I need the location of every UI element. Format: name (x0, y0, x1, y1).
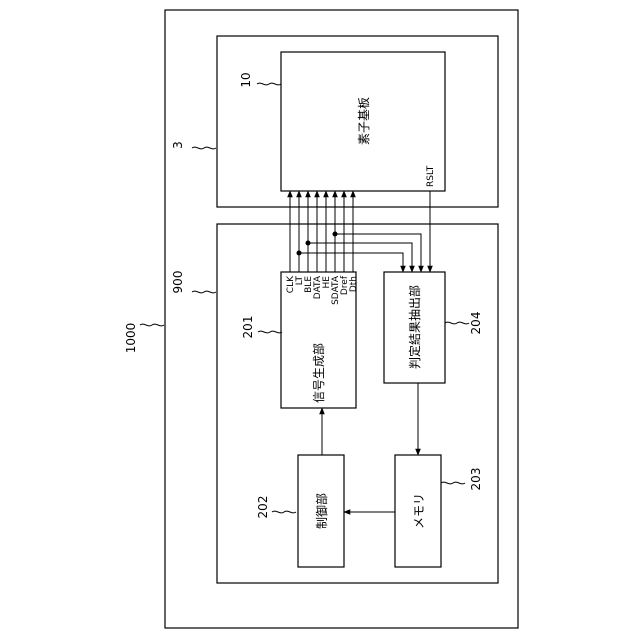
board-label: 素子基板 (357, 97, 371, 145)
ref-main: 900 (171, 271, 216, 294)
memory-label: メモリ (412, 493, 426, 529)
ref-head: 3 (171, 141, 216, 149)
system-frame (165, 10, 518, 628)
ref-signal-gen: 201 (241, 316, 282, 339)
ref-board: 10 (239, 72, 281, 87)
ref-result-extract: 204 (445, 312, 483, 335)
signal-gen-label: 信号生成部 (311, 343, 326, 403)
ref-board-label: 10 (239, 72, 253, 87)
rslt-label: RSLT (426, 165, 436, 187)
signal-labels: CLK LT BLE DATA HE SDATA Dref Dth (286, 275, 359, 305)
result-extract-label: 判定結果抽出部 (407, 285, 422, 369)
ref-result-extract-label: 204 (469, 312, 483, 335)
ref-head-label: 3 (171, 141, 185, 149)
ref-memory: 203 (441, 468, 483, 491)
ref-system-label: 1000 (124, 323, 138, 354)
ref-main-label: 900 (171, 271, 185, 294)
signal-label-dth: Dth (349, 276, 359, 292)
ref-memory-label: 203 (469, 468, 483, 491)
signal-bus (290, 191, 353, 272)
ref-signal-gen-label: 201 (241, 316, 255, 339)
control-label: 制御部 (314, 493, 329, 529)
ref-system: 1000 (124, 323, 164, 354)
ref-control: 202 (256, 496, 296, 519)
ref-control-label: 202 (256, 496, 270, 519)
tap-lines (297, 232, 422, 273)
